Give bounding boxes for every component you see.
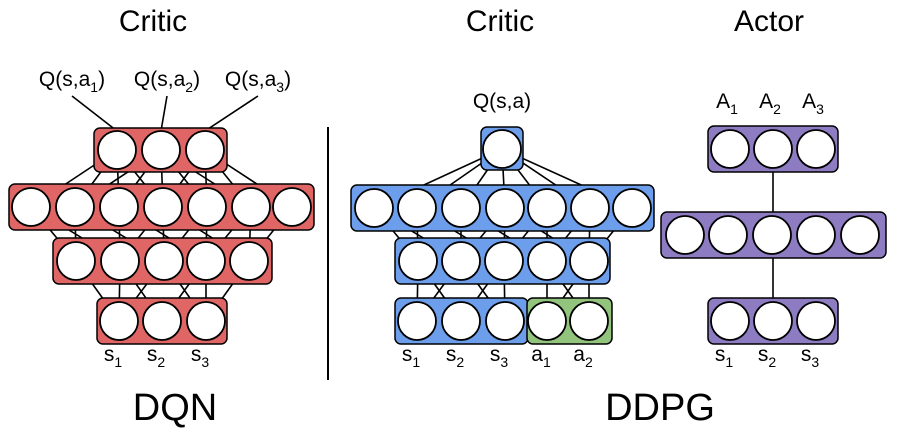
- ddpg-critic-hidden1-neuron-1: [354, 188, 394, 228]
- ddpg-critic-input-neuron-4: [527, 301, 567, 341]
- ddpg-actor-title: Actor: [734, 5, 804, 38]
- ddpg-critic-hidden1-neuron-7: [612, 188, 652, 228]
- ddpg-actor-hidden-neuron-1: [665, 215, 705, 255]
- ddpg-actor-output-label: A3: [802, 90, 824, 117]
- dqn-output-neuron-1: [97, 130, 137, 170]
- dqn-output-line: [204, 95, 259, 132]
- ddpg-actor-output-label: A1: [716, 90, 738, 117]
- ddpg-actor-input-label: s2: [758, 343, 777, 370]
- ddpg-actor-hidden-neuron-4: [796, 215, 836, 255]
- dqn-output-line: [71, 95, 118, 132]
- ddpg-critic-hidden1-neuron-5: [527, 188, 567, 228]
- dqn-hidden1-neuron-1: [11, 187, 51, 227]
- dqn-input-neuron-1: [99, 301, 139, 341]
- dqn-input-neuron-3: [186, 301, 226, 341]
- ddpg-actor-input-neuron-2: [753, 301, 793, 341]
- ddpg-critic-hidden2-neuron-3: [484, 241, 524, 281]
- dqn-output-label: Q(s,a2): [134, 68, 200, 95]
- ddpg-actor-hidden-neuron-2: [708, 215, 748, 255]
- dqn-hidden1-neuron-2: [55, 187, 95, 227]
- dqn-input-neuron-2: [142, 301, 182, 341]
- dqn-hidden2-neuron-5: [229, 241, 269, 281]
- ddpg-label: DDPG: [605, 387, 715, 429]
- dqn-hidden1-neuron-5: [187, 187, 227, 227]
- ddpg-critic-hidden2-neuron-1: [398, 241, 438, 281]
- ddpg-critic-hidden2-neuron-5: [569, 241, 609, 281]
- ddpg-critic-hidden1-neuron-2: [397, 188, 437, 228]
- dqn-critic-title: Critic: [119, 5, 187, 38]
- ddpg-critic-hidden2-neuron-4: [527, 241, 567, 281]
- dqn-hidden1-neuron-7: [272, 187, 312, 227]
- ddpg-critic-state-label: s3: [490, 343, 509, 370]
- ddpg-critic-title: Critic: [466, 5, 534, 38]
- dqn-output-neuron-2: [141, 130, 181, 170]
- ddpg-critic-hidden1-neuron-4: [485, 188, 525, 228]
- ddpg-actor-input-label: s1: [715, 343, 734, 370]
- ddpg-actor-output-neuron-1: [710, 129, 750, 169]
- ddpg-critic-output-label: Q(s,a): [473, 90, 531, 113]
- ddpg-critic-state-label: s1: [402, 343, 421, 370]
- ddpg-critic-input-neuron-3: [485, 301, 525, 341]
- ddpg-actor-output-neuron-3: [796, 129, 836, 169]
- dqn-hidden2-neuron-3: [144, 241, 184, 281]
- ddpg-actor-input-neuron-1: [710, 301, 750, 341]
- ddpg-critic-hidden1-neuron-6: [570, 188, 610, 228]
- ddpg-critic-hidden1-neuron-3: [441, 188, 481, 228]
- ddpg-critic-input-neuron-5: [569, 301, 609, 341]
- dqn-input-label: s1: [104, 343, 123, 370]
- dqn-hidden2-neuron-4: [186, 241, 226, 281]
- dqn-output-neuron-3: [185, 130, 225, 170]
- ddpg-actor-output-neuron-2: [753, 129, 793, 169]
- dqn-hidden1-neuron-6: [231, 187, 271, 227]
- dqn-label: DQN: [133, 387, 217, 429]
- dqn-output-label: Q(s,a1): [39, 68, 105, 95]
- ddpg-critic-input-neuron-1: [397, 301, 437, 341]
- ddpg-actor-input-label: s3: [801, 343, 820, 370]
- dqn-hidden1-neuron-3: [99, 187, 139, 227]
- ddpg-actor-hidden-neuron-5: [840, 215, 880, 255]
- ddpg-critic-action-label: a2: [573, 343, 593, 370]
- ddpg-critic-output-neuron-1: [482, 129, 522, 169]
- ddpg-critic-hidden2-neuron-2: [441, 241, 481, 281]
- ddpg-actor-input-neuron-3: [796, 301, 836, 341]
- ddpg-critic-state-label: s2: [446, 343, 465, 370]
- dqn-output-line: [160, 95, 168, 132]
- neurons: [11, 129, 880, 341]
- ddpg-actor-hidden-neuron-3: [752, 215, 792, 255]
- dqn-input-label: s3: [191, 343, 210, 370]
- dqn-output-label: Q(s,a3): [225, 68, 291, 95]
- ddpg-critic-input-neuron-2: [441, 301, 481, 341]
- dqn-hidden2-neuron-1: [56, 241, 96, 281]
- io-labels: Q(s,a1) Q(s,a2) Q(s,a3) s1 s2 s3 Q(s,a) s1 s2 s3 a…: [39, 68, 824, 370]
- dqn-hidden2-neuron-2: [100, 241, 140, 281]
- dqn-input-label: s2: [147, 343, 166, 370]
- dqn-hidden1-neuron-4: [143, 187, 183, 227]
- ddpg-critic-action-label: a1: [531, 343, 551, 370]
- ddpg-actor-output-label: A2: [759, 90, 781, 117]
